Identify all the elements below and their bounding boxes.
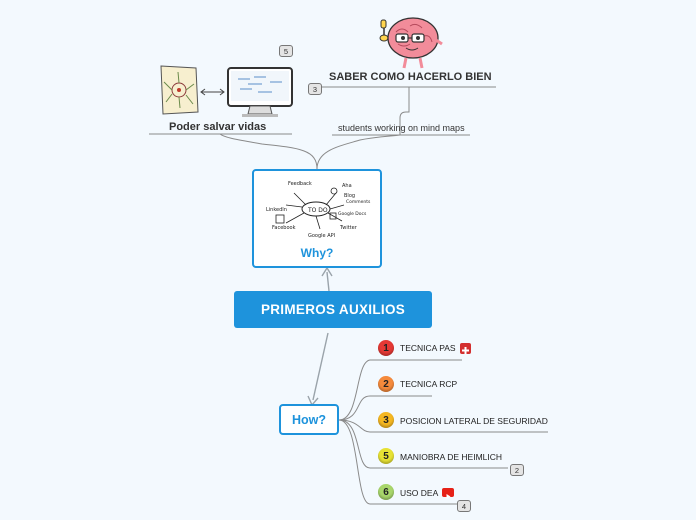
students-label[interactable]: students working on mind maps [338,123,465,133]
item-2-label[interactable]: TECNICA RCP [400,379,458,389]
item-6-number-icon: 6 [378,484,394,500]
sketch-twitter: Twitter [339,225,358,231]
sketch-facebook: Facebook [272,225,296,231]
saber-count-badge[interactable]: 3 [308,83,322,95]
item-5-number-icon: 5 [378,448,394,464]
sketch-blog: Blog [344,193,355,199]
item-5-count-badge[interactable]: 2 [510,464,524,476]
item-1-label[interactable]: TECNICA PAS [400,343,456,353]
sketch-google-api: Google API [308,233,335,239]
sketch-feedback: Feedback [288,181,312,187]
item-3-label[interactable]: POSICION LATERAL DE SEGURIDAD [400,416,548,426]
item-5-label[interactable]: MANIOBRA DE HEIMLICH [400,452,503,462]
central-topic[interactable]: PRIMEROS AUXILIOS [234,291,432,328]
paper-and-monitor-icon [158,64,298,120]
youtube-icon[interactable] [442,488,454,499]
sketch-comments: Comments [346,199,371,205]
why-label: Why? [300,246,334,260]
why-node[interactable]: TO DO Feedback Aha Blog Comments Google … [252,169,382,268]
item-1-number-icon: 1 [378,340,394,356]
item-3-number-icon: 3 [378,412,394,428]
red-cross-icon [460,343,471,354]
item-2-number-icon: 2 [378,376,394,392]
how-node[interactable]: How? [279,404,339,435]
sketch-center-text: TO DO [307,207,328,214]
sketch-linkedin: LinkedIn [266,207,287,213]
brain-mascot-icon [376,14,446,72]
topic-saber-label[interactable]: SABER COMO HACERLO BIEN [329,71,492,83]
mindmap-sketch-image: TO DO Feedback Aha Blog Comments Google … [264,177,372,245]
item-6-count-badge[interactable]: 4 [457,500,471,512]
item-6-label[interactable]: USO DEA [400,488,439,498]
poder-count-badge[interactable]: 5 [279,45,293,57]
topic-poder-label[interactable]: Poder salvar vidas [169,121,267,133]
sketch-aha: Aha [342,183,352,189]
sketch-google-docs: Google Docs [338,211,367,217]
how-label: How? [291,412,327,427]
